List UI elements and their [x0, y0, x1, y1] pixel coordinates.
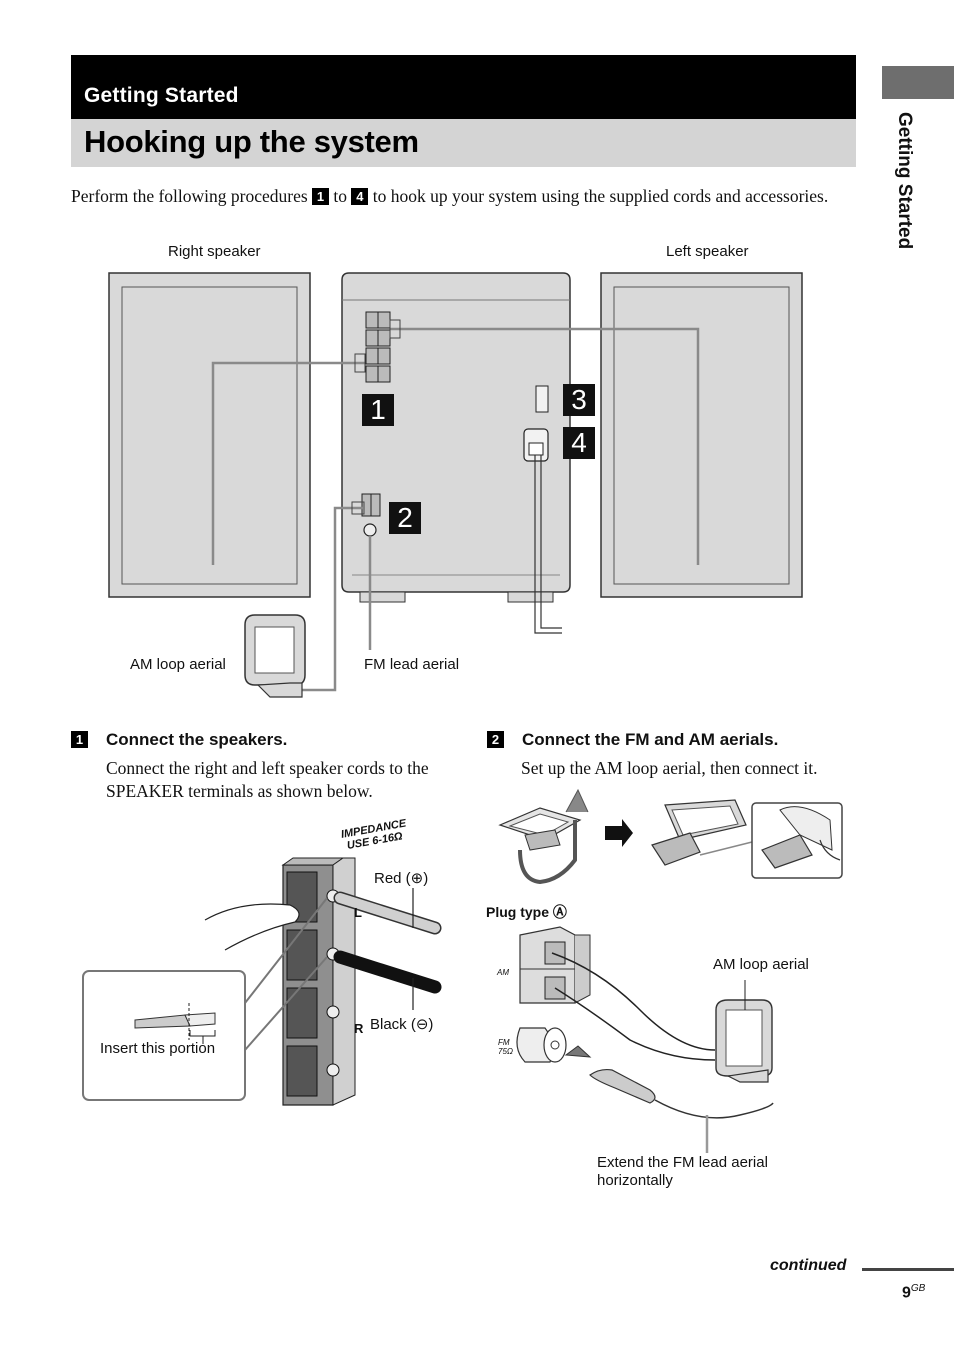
red-wire-illustration: [333, 891, 442, 935]
left-speaker-label: Left speaker: [666, 243, 749, 260]
step1-number-badge: 1: [71, 731, 88, 748]
loop-aerial-assembled-illustration: [651, 799, 747, 866]
side-tab-marker: [882, 66, 954, 99]
title-bar: [71, 119, 856, 167]
step1-heading: Connect the speakers.: [106, 730, 288, 749]
black-wire-illustration: [333, 950, 442, 994]
step2-heading: Connect the FM and AM aerials.: [522, 730, 779, 749]
right-speaker-illustration: [108, 272, 311, 598]
step1-body: Connect the right and left speaker cords…: [106, 758, 429, 801]
am-loop-aerial-label: AM loop aerial: [130, 656, 226, 673]
continued-label: continued: [770, 1257, 847, 1274]
intro-paragraph: Perform the following procedures 1 to 4 …: [71, 184, 841, 208]
insert-arrow-icon: [564, 1045, 592, 1058]
step2-body: Set up the AM loop aerial, then connect …: [521, 758, 818, 778]
insert-portion-label: Insert this portion: [100, 1040, 216, 1057]
system-hookup-diagram: [108, 272, 803, 698]
side-tab-label: Getting Started: [894, 112, 915, 250]
page-title: Hooking up the system: [84, 124, 419, 159]
step2-heading-row: 2 Connect the FM and AM aerials.: [487, 730, 778, 750]
intro-to-word: to: [333, 186, 348, 206]
plug-type-label: Plug type Ⓐ: [486, 904, 567, 920]
fm-jack-label: FM 75Ω: [498, 1038, 513, 1056]
intro-text-before: Perform the following procedures: [71, 186, 308, 206]
section-title: Getting Started: [84, 84, 239, 107]
marker-1: 1: [362, 394, 394, 426]
continued-rule: [862, 1268, 954, 1271]
fm-lead-aerial-label: FM lead aerial: [364, 656, 460, 673]
am-jack-label: AM: [497, 968, 509, 977]
am-loop-aerial-label-2: AM loop aerial: [713, 956, 809, 973]
page-number: 9GB: [902, 1283, 925, 1302]
am-loop-aerial-small-illustration: [715, 999, 773, 1083]
page-number-suffix: GB: [910, 1283, 926, 1294]
section-header-bar: [71, 55, 856, 119]
step-number-badge: 1: [312, 188, 330, 205]
terminal-l-label: L: [354, 905, 362, 920]
black-wire-label: Black (⊖): [370, 1016, 434, 1033]
arrow-right-icon: [605, 819, 633, 847]
left-speaker-illustration: [600, 272, 803, 598]
step1-heading-row: 1 Connect the speakers.: [71, 730, 287, 750]
right-speaker-label: Right speaker: [168, 243, 261, 260]
terminal-block-illustration: [281, 857, 356, 1106]
fm-socket-illustration: [516, 1027, 567, 1063]
extend-fm-line2: horizontally: [597, 1172, 673, 1189]
am-fm-jacks-illustration: [519, 926, 591, 1004]
extend-fm-line1: Extend the FM lead aerial: [597, 1154, 768, 1171]
marker-4: 4: [563, 427, 595, 459]
intro-text-after: to hook up your system using the supplie…: [372, 186, 829, 206]
terminal-r-label: R: [354, 1021, 364, 1036]
am-loop-aerial-illustration: [244, 614, 306, 698]
step2-number-badge: 2: [487, 731, 504, 748]
fm-jack-line1: FM: [498, 1038, 510, 1047]
red-wire-label: Red (⊕): [374, 870, 429, 887]
extend-fm-label: Extend the FM lead aerial horizontally: [597, 1154, 768, 1190]
step-number-badge: 4: [351, 188, 369, 205]
page-number-value: 9: [902, 1284, 911, 1302]
loop-aerial-folded-illustration: [498, 788, 589, 885]
fm-jack-line2: 75Ω: [498, 1047, 513, 1056]
marker-3: 3: [563, 384, 595, 416]
marker-2: 2: [389, 502, 421, 534]
